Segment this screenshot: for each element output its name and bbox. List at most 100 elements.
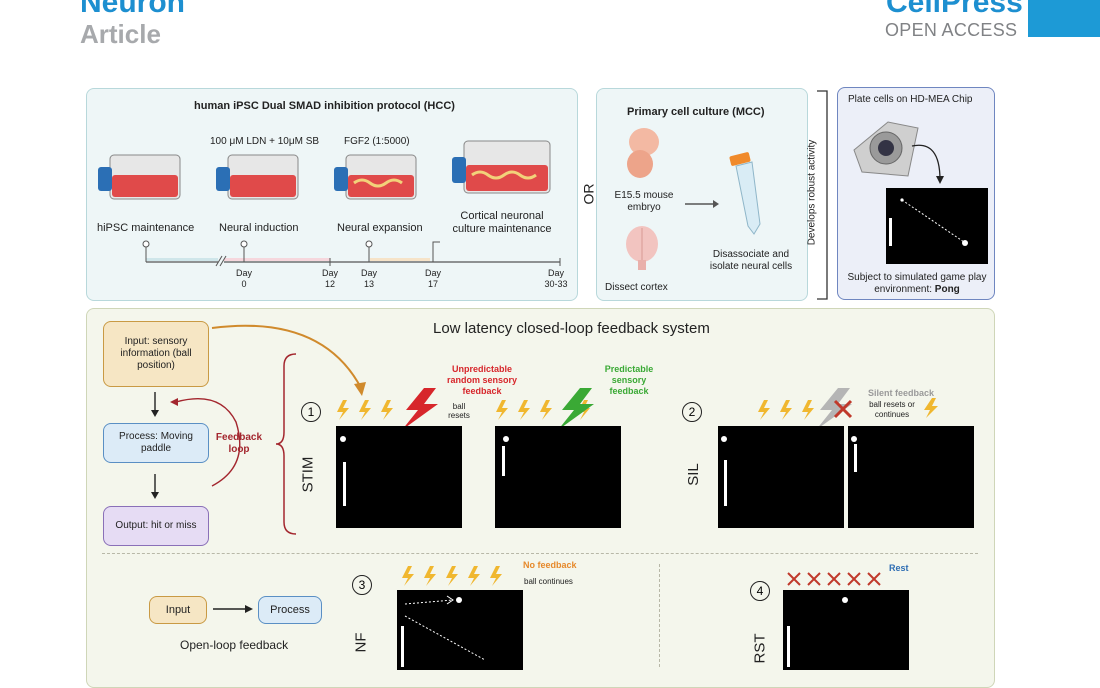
pong-ball	[721, 436, 727, 442]
reagent-fgf2: FGF2 (1:5000)	[344, 136, 410, 147]
flask-icon	[98, 154, 181, 200]
loop-arrows	[151, 392, 241, 499]
arrow-right-icon	[685, 200, 719, 208]
open-input-box: Input	[149, 596, 207, 624]
cross-icons	[787, 572, 881, 586]
lightning-icon-red	[402, 388, 438, 430]
stage-neural-induction: Neural induction	[219, 222, 299, 234]
rest-label: Rest	[889, 563, 909, 573]
output-box: Output: hit or miss	[103, 506, 209, 546]
open-access-label: OPEN ACCESS	[885, 20, 1018, 40]
day-label: Day	[235, 268, 252, 278]
timeline	[142, 240, 561, 267]
flask-icon	[334, 154, 417, 200]
lightning-icons	[337, 400, 393, 420]
mea-title: Plate cells on HD-MEA Chip	[848, 94, 973, 105]
develops-bracket	[817, 90, 828, 300]
pong-trajectory	[404, 595, 486, 661]
pong-ball	[340, 436, 346, 442]
pong-screen-stim-2	[495, 426, 621, 528]
pong-ball	[851, 436, 857, 442]
lightning-icon-green	[558, 388, 594, 430]
section-divider	[102, 553, 978, 554]
journal-name: Neuron	[80, 0, 185, 19]
mcc-panel	[596, 88, 808, 301]
pong-ball	[842, 597, 848, 603]
sil-note: ball resets or continues	[869, 400, 915, 419]
stage-cortical: Cortical neuronal culture maintenance	[452, 210, 552, 235]
stage-hipsc: hiPSC maintenance	[97, 222, 195, 234]
day-label: Day	[360, 268, 377, 278]
embryo-label: E15.5 mouse embryo	[614, 190, 674, 213]
mea-caption-text: Subject to simulated game play environme…	[847, 272, 987, 295]
rst-label: RST	[751, 633, 769, 664]
pong-ball	[503, 436, 509, 442]
pong-paddle	[724, 460, 727, 506]
mcc-title: Primary cell culture (MCC)	[627, 106, 765, 118]
condition-bracket	[275, 353, 297, 535]
open-loop-arrow	[213, 605, 253, 613]
header-accent-bar	[1028, 0, 1100, 37]
ball-resets-label: ball resets	[448, 402, 470, 420]
pong-paddle	[502, 446, 505, 476]
lightning-icon-grey	[816, 388, 852, 430]
pong-ball	[962, 240, 968, 246]
develops-label: Develops robust activity	[806, 139, 818, 246]
section-divider-vertical	[659, 564, 660, 667]
open-loop-label: Open-loop feedback	[180, 638, 289, 652]
input-box: Input: sensory information (ball positio…	[103, 321, 209, 387]
day-label: Day	[547, 268, 564, 278]
pong-paddle	[787, 626, 790, 667]
tube-icon	[729, 152, 761, 235]
embryo-icon	[627, 128, 659, 178]
pong-paddle	[889, 218, 892, 246]
day-label: Day	[424, 268, 441, 278]
day-value: 30-33	[544, 279, 568, 289]
unpredictable-label: Unpredictable random sensory feedback	[446, 364, 518, 396]
feedback-title: Low latency closed-loop feedback system	[433, 320, 710, 337]
open-process-box: Process	[258, 596, 322, 624]
pong-paddle	[854, 444, 857, 472]
mea-chip-icon	[853, 121, 944, 184]
flask-icon	[216, 154, 299, 200]
condition-number: 1	[301, 402, 321, 422]
day-value: 0	[241, 279, 247, 289]
condition-number: 2	[682, 402, 702, 422]
pong-paddle	[343, 462, 346, 506]
lightning-icons	[758, 400, 814, 420]
flask-icon	[452, 140, 551, 194]
sil-label: SIL	[684, 463, 702, 486]
culture-flasks	[98, 140, 551, 200]
day-value: 12	[324, 279, 335, 289]
stim-label: STIM	[299, 456, 317, 493]
nf-label: NF	[352, 632, 370, 653]
pong-ball	[456, 597, 462, 603]
lightning-icons	[402, 566, 502, 586]
day-value: 13	[363, 279, 374, 289]
feedback-loop-label: Feedback loop	[215, 432, 263, 455]
day-value: 17	[427, 279, 438, 289]
pong-trajectory	[900, 198, 965, 243]
day-label: Day	[321, 268, 338, 278]
input-to-stim-arrow	[211, 324, 366, 396]
pong-screen-rst	[783, 590, 909, 670]
mea-caption: Subject to simulated game play environme…	[842, 272, 992, 296]
dissociate-label: Disassociate and isolate neural cells	[709, 249, 793, 272]
reagent-ldn-sb: 100 μM LDN + 10μM SB	[210, 136, 320, 147]
publisher-logo-text: CellPress	[886, 0, 1023, 19]
pong-screen-sil-2	[848, 426, 974, 528]
condition-number: 4	[750, 581, 770, 601]
stage-neural-expansion: Neural expansion	[337, 222, 423, 234]
cortex-label: Dissect cortex	[605, 282, 668, 293]
nf-note: ball continues	[524, 577, 573, 586]
publisher-logo: CellPress	[886, 0, 1023, 18]
pong-paddle	[401, 626, 404, 667]
game-name: Pong	[934, 284, 960, 295]
cross-icon	[833, 399, 853, 419]
pong-screen-stim-1	[336, 426, 462, 528]
